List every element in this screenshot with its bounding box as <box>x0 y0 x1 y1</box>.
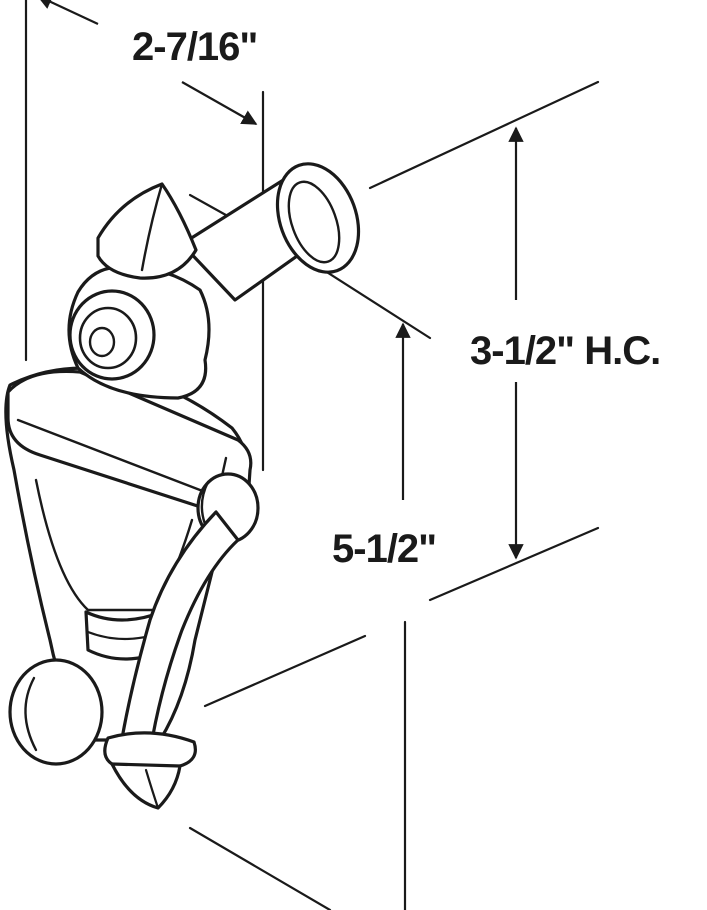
extension-lines <box>24 0 600 910</box>
mounting-pin-cap-inner <box>287 180 341 264</box>
width-arrow-right <box>181 81 258 125</box>
bottom-striker-knob <box>8 658 104 766</box>
viewer-lens <box>88 326 116 358</box>
lower-center-extension <box>203 634 367 708</box>
width-arrow-left <box>36 0 99 25</box>
bottom-finial-ridge <box>144 768 160 810</box>
dimension-arrows <box>36 0 524 560</box>
bottom-extension <box>188 826 332 910</box>
dimension-labels: 2-7/16" 3-1/2" H.C. 5-1/2" <box>132 25 661 571</box>
top-finial <box>96 182 198 280</box>
backplate-inner-panel <box>34 478 194 612</box>
hole-center-dimension-label: 3-1/2" H.C. <box>470 329 660 373</box>
top-finial-ridge <box>140 182 164 272</box>
bottom-striker-rim <box>24 676 38 752</box>
width-dimension-label: 2-7/16" <box>132 25 257 69</box>
door-knocker-illustration <box>4 162 361 810</box>
upper-right-extension <box>368 80 600 190</box>
height-dimension-label: 5-1/2" <box>332 527 436 571</box>
mid-right-extension <box>428 526 600 602</box>
